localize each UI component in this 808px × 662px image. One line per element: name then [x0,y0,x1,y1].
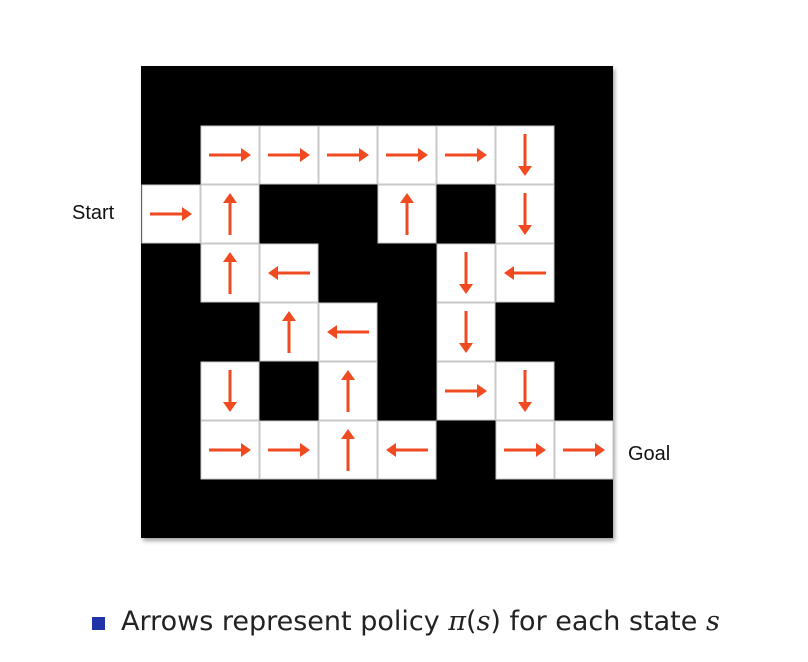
arrow-head [477,384,487,398]
arrow-head [518,166,532,176]
arrow-down-icon [459,311,473,353]
arrow-up-icon [341,370,355,412]
arrow-head [359,148,369,162]
arrow-head [241,443,251,457]
caption-text: Arrows represent policy π(s) for each st… [121,606,720,637]
arrow-head [400,193,414,203]
arrow-right-icon [150,207,192,221]
arrow-head [223,402,237,412]
arrow-up-icon [282,311,296,353]
arrow-right-icon [209,443,251,457]
arrow-right-icon [268,443,310,457]
start-label: Start [72,202,115,224]
arrow-down-icon [518,134,532,176]
arrow-right-icon [386,148,428,162]
arrow-head [518,225,532,235]
bullet-square-icon [92,616,105,630]
arrow-head [223,252,237,262]
maze-canvas [141,125,613,480]
arrow-head [518,402,532,412]
arrow-head [418,148,428,162]
arrow-head [459,343,473,353]
arrow-down-icon [459,252,473,294]
goal-label: Goal [628,443,671,465]
arrow-up-icon [400,193,414,235]
arrow-head [300,148,310,162]
arrow-right-icon [445,148,487,162]
arrow-up-icon [223,193,237,235]
arrow-head [223,193,237,203]
arrow-head [386,443,396,457]
arrow-down-icon [518,370,532,412]
gridworld-maze [141,66,613,538]
arrow-head [241,148,251,162]
arrow-head [595,443,605,457]
arrow-right-icon [563,443,605,457]
arrow-left-icon [268,266,310,280]
arrow-head [536,443,546,457]
arrow-up-icon [341,429,355,471]
arrow-head [327,325,337,339]
pi-symbol: π [448,606,467,637]
arrow-up-icon [223,252,237,294]
arrow-down-icon [518,193,532,235]
arrow-head [459,284,473,294]
arrow-right-icon [209,148,251,162]
arrow-down-icon [223,370,237,412]
arrow-left-icon [504,266,546,280]
arrow-left-icon [327,325,369,339]
arrow-right-icon [268,148,310,162]
arrow-head [341,370,355,380]
arrow-head [341,429,355,439]
caption: Arrows represent policy π(s) for each st… [92,606,720,637]
arrow-right-icon [504,443,546,457]
arrow-right-icon [327,148,369,162]
arrow-head [300,443,310,457]
arrow-head [282,311,296,321]
arrow-left-icon [386,443,428,457]
arrow-right-icon [445,384,487,398]
arrow-head [504,266,514,280]
arrow-head [477,148,487,162]
arrow-head [182,207,192,221]
arrow-head [268,266,278,280]
